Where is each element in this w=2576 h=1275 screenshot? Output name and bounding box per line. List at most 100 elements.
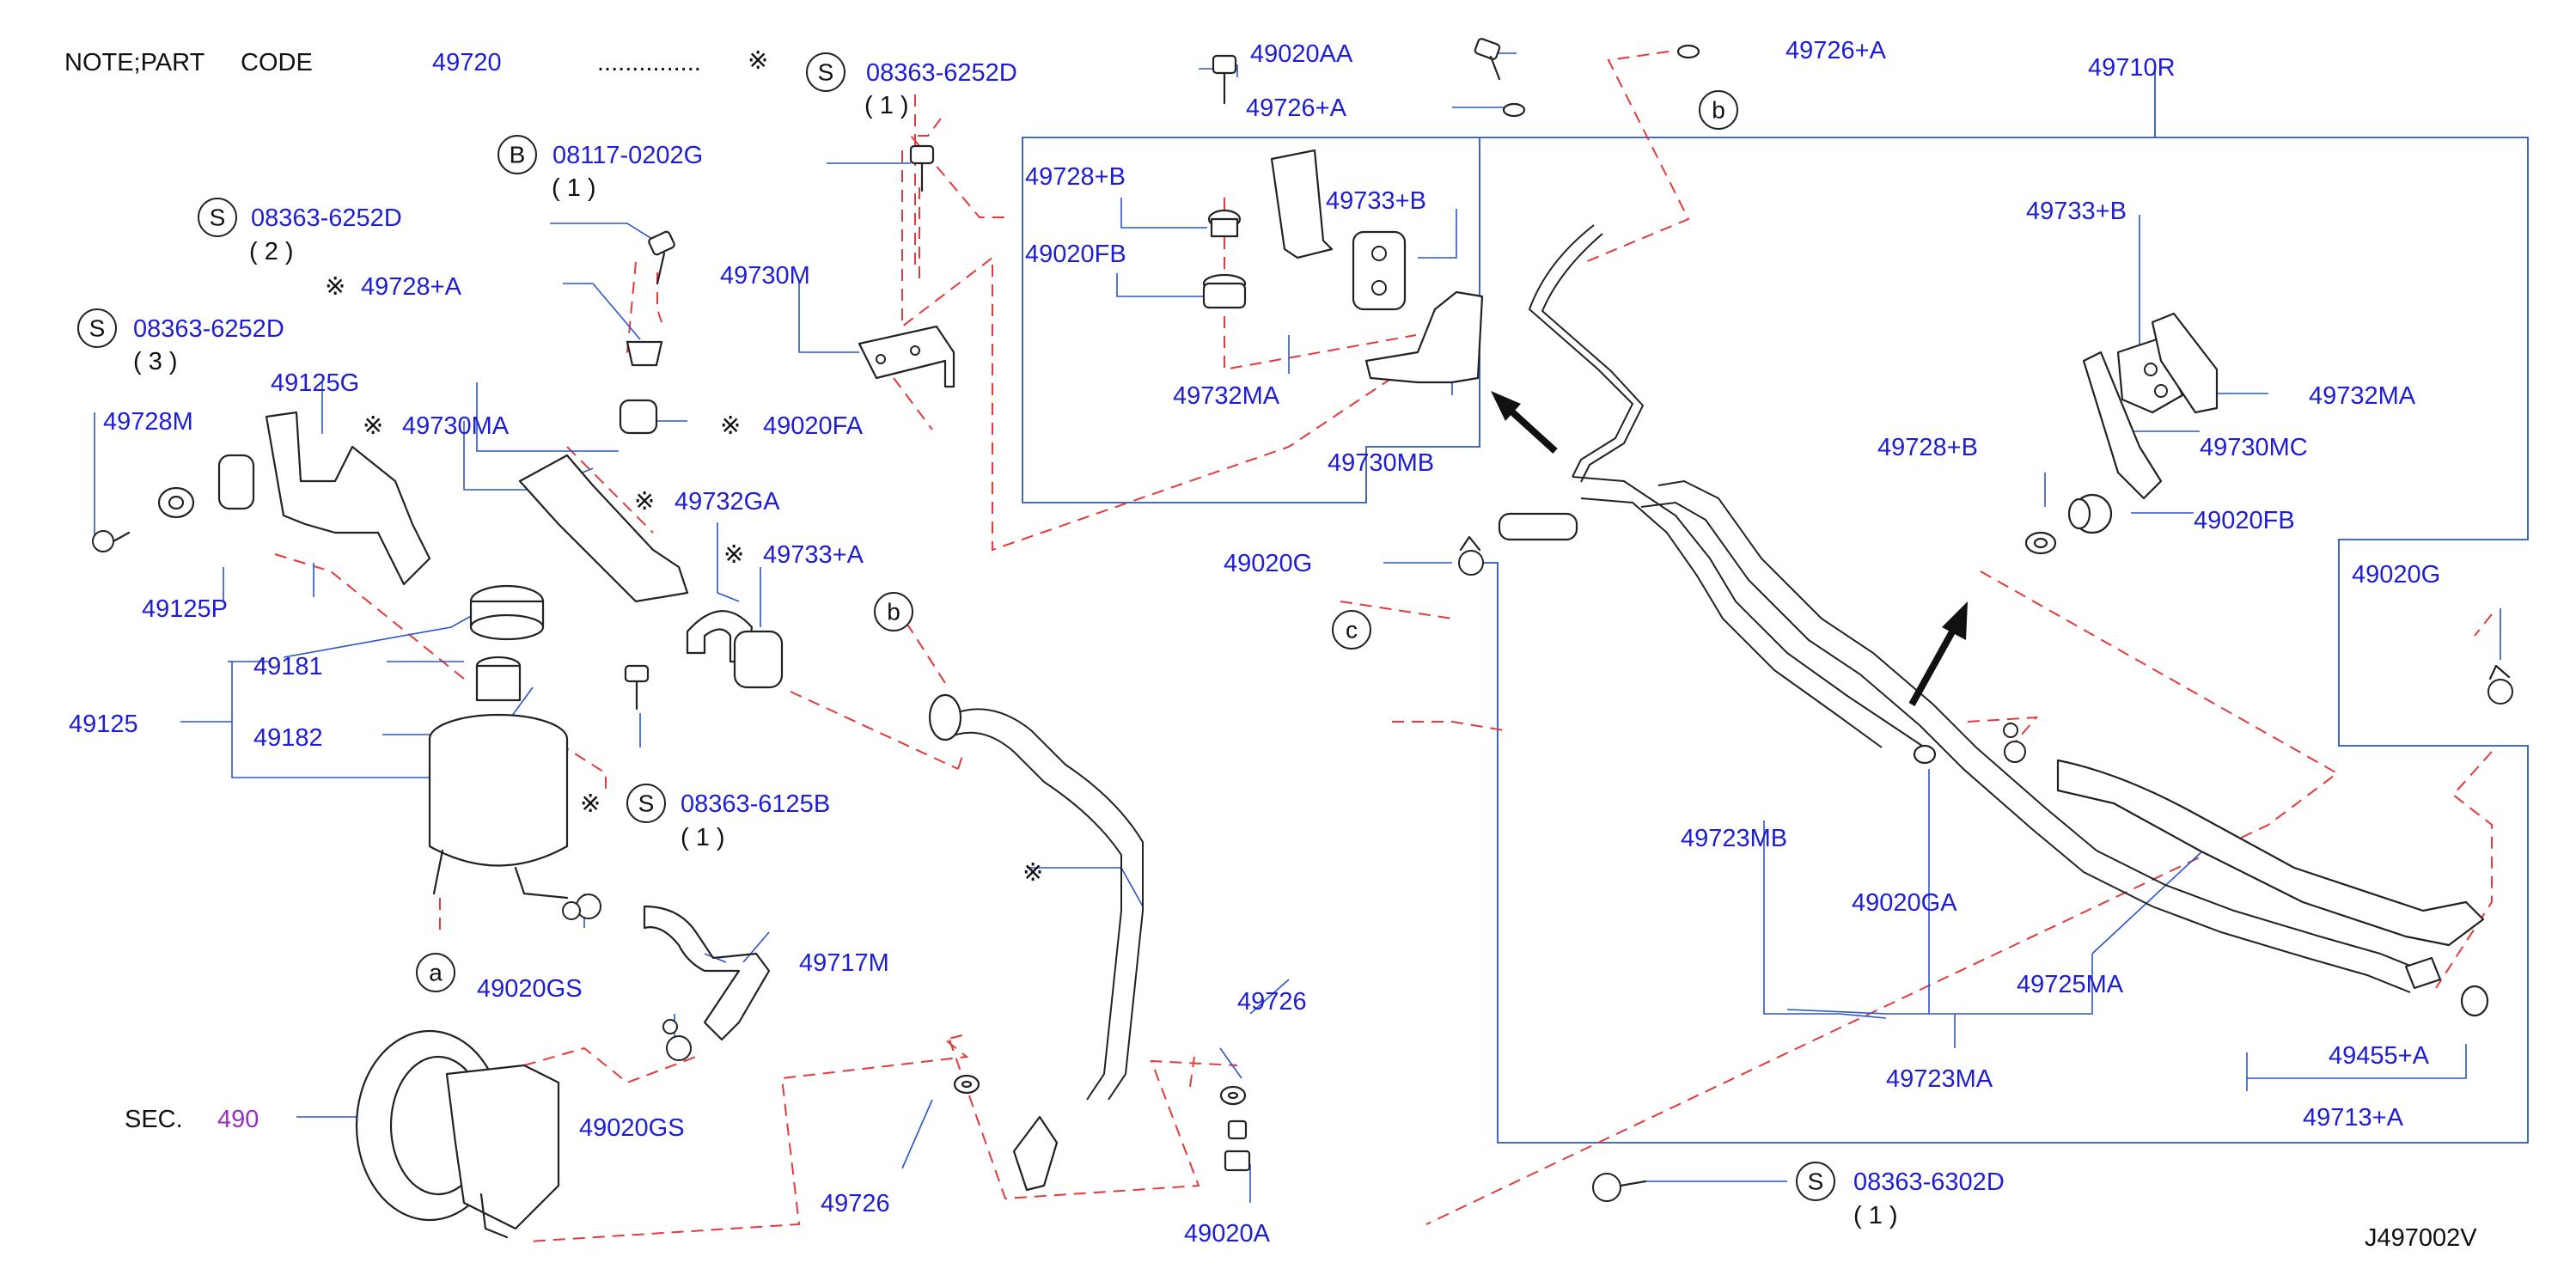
note-code: 49720: [432, 49, 502, 76]
label-49723MA: 49723MA: [1886, 1065, 1993, 1093]
service-letter-s: S: [806, 52, 845, 92]
svg-text:a: a: [429, 960, 443, 986]
clamp-49020G: [2487, 664, 2513, 705]
label-qty: ( 1 ): [552, 174, 596, 202]
label-08363-6125B: 08363-6125B: [681, 790, 830, 818]
bracket-49125G: [265, 411, 431, 586]
mark-asterisk: ※: [580, 790, 601, 818]
bolt-part: [92, 530, 131, 552]
label-qty: ( 1 ): [1853, 1202, 1898, 1229]
bolt-49020A: [1224, 1119, 1251, 1172]
bushing-part: [217, 454, 255, 510]
part-labels: 08363-6252D ( 1 ) 08117-0202G ( 1 ) 0836…: [69, 37, 2477, 1252]
assembly-frames: [1022, 69, 2529, 1144]
label-49726A: 49726+A: [1785, 37, 1887, 64]
label-49732MA: 49732MA: [2309, 382, 2416, 410]
label-49020GS: 49020GS: [579, 1114, 685, 1142]
label-49710R: 49710R: [2088, 54, 2176, 82]
grommet-49728B: [2024, 531, 2057, 555]
circled-callouts: b b c a S B S S S S: [77, 52, 1835, 1201]
label-49725MA: 49725MA: [2017, 971, 2124, 998]
label-49730MC: 49730MC: [2200, 434, 2308, 461]
note-line: NOTE;PART CODE 49720 ............... ※: [64, 47, 768, 76]
label-49728B: 49728+B: [1877, 434, 1978, 461]
pump-part: [355, 1029, 560, 1239]
label-49020FB: 49020FB: [2194, 507, 2295, 534]
bracket-49730MB: [1364, 290, 1484, 384]
label-49723MB: 49723MB: [1681, 825, 1787, 852]
grommet-49728B: [1207, 209, 1242, 238]
bolt-part: [909, 144, 935, 192]
washer-part: [157, 486, 195, 519]
bolt-part: [624, 664, 650, 711]
label-08363-6252D: 08363-6252D: [866, 59, 1017, 87]
service-letter-b: B: [497, 135, 537, 174]
parts-art: [92, 38, 2513, 1239]
washer-49726: [953, 1074, 980, 1095]
service-letter-s: S: [198, 198, 237, 237]
hose-49717M: [643, 905, 771, 1041]
label-08363-6302D: 08363-6302D: [1853, 1168, 2005, 1196]
label-qty: ( 1 ): [681, 824, 725, 851]
leader-lines: [94, 52, 2501, 1203]
service-letter-s: S: [626, 784, 666, 823]
label-49732MA: 49732MA: [1173, 382, 1280, 410]
reservoir-tank: [428, 713, 569, 900]
mark-asterisk: ※: [723, 541, 744, 569]
insulator-49733B: [2116, 338, 2184, 414]
svg-text:S: S: [89, 315, 106, 342]
clamp-49020GS: [562, 894, 601, 920]
mark-asterisk: ※: [1022, 859, 1043, 887]
label-section-490[interactable]: 490: [217, 1106, 259, 1133]
callout-b: b: [1699, 90, 1738, 130]
label-49733B: 49733+B: [1326, 187, 1426, 215]
clamp-49020GS: [662, 1019, 692, 1061]
label-49713A: 49713+A: [2303, 1104, 2404, 1132]
washer-49726A: [1676, 44, 1700, 59]
label-49182: 49182: [253, 724, 323, 752]
svg-text:c: c: [1346, 617, 1358, 644]
svg-text:b: b: [1712, 97, 1725, 124]
label-49730M: 49730M: [720, 262, 810, 290]
mark-asterisk: ※: [325, 273, 345, 301]
pressure-hose-left: [928, 693, 1144, 1192]
label-49726: 49726: [821, 1190, 890, 1217]
label-49730MA: 49730MA: [402, 412, 510, 440]
note-dots: ...............: [597, 49, 701, 76]
callout-a: a: [416, 953, 455, 992]
washer-49726A: [1502, 102, 1526, 118]
bushing-49020FB: [1202, 273, 1247, 309]
bracket-49730M: [858, 325, 955, 388]
svg-text:B: B: [510, 142, 526, 168]
mark-asterisk: ※: [634, 488, 655, 515]
mark-asterisk: ※: [363, 412, 383, 440]
dashed-connection-lines: [274, 51, 2493, 1242]
label-49728M: 49728M: [103, 408, 193, 436]
label-49125: 49125: [69, 711, 138, 738]
label-qty: ( 2 ): [249, 238, 294, 265]
callout-c: c: [1332, 610, 1371, 650]
label-49726: 49726: [1237, 988, 1307, 1016]
label-49020G: 49020G: [2352, 561, 2440, 589]
frame-49710R: [1022, 69, 2156, 503]
label-49730MB: 49730MB: [1328, 449, 1434, 477]
bracket-49730MA: [518, 454, 689, 603]
bracket-49730MC: [2082, 351, 2163, 500]
label-49732GA: 49732GA: [675, 488, 780, 515]
drawing-number: J497002V: [2365, 1224, 2477, 1252]
direction-arrow: [1908, 601, 1968, 706]
bolt-part: [648, 230, 675, 285]
label-49728A: 49728+A: [361, 273, 462, 301]
label-49728B: 49728+B: [1025, 163, 1126, 191]
mark-asterisk: ※: [720, 412, 741, 440]
bolt-part: [1474, 38, 1501, 81]
bolt-part: [1592, 1173, 1647, 1202]
svg-text:S: S: [1808, 1168, 1824, 1195]
reservoir-filter: [475, 656, 522, 702]
label-49020FB: 49020FB: [1025, 241, 1126, 268]
label-08363-6252D: 08363-6252D: [133, 315, 284, 343]
label-49726A: 49726+A: [1246, 95, 1347, 122]
svg-text:S: S: [210, 204, 226, 231]
